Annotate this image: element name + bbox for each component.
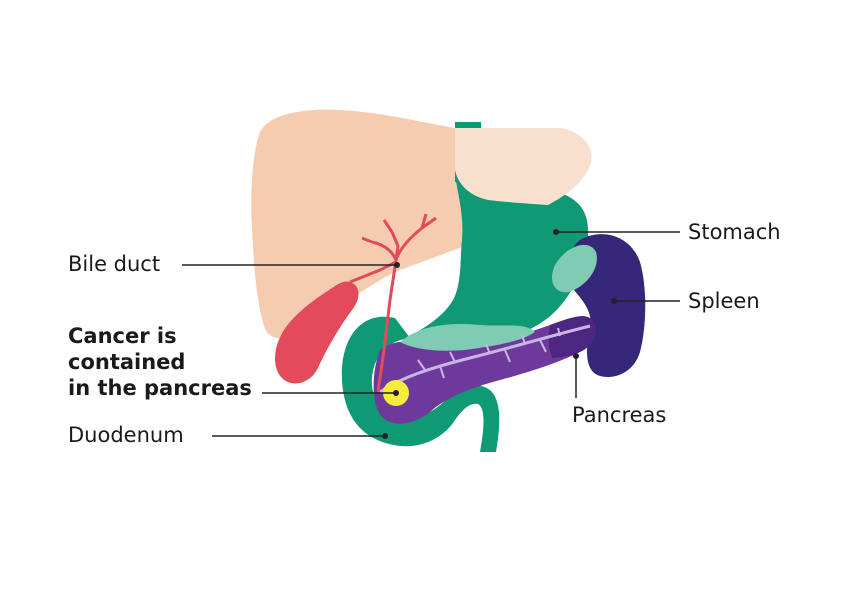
stomach [400, 175, 589, 351]
bile-duct [349, 213, 437, 393]
stomach-spleen-overlap [552, 244, 597, 293]
liver-overlap [455, 128, 592, 205]
cancer-label-line-2: contained [68, 350, 186, 374]
pancreas-label: Pancreas [572, 403, 667, 427]
cancer-label-line-1: Cancer is [68, 324, 177, 348]
cancer-label-line-3: in the pancreas [68, 376, 252, 400]
stomach-pancreas-overlap [400, 323, 535, 351]
spleen-label: Spleen [688, 289, 760, 313]
duodenum-label: Duodenum [68, 423, 184, 447]
stomach-label: Stomach [688, 220, 781, 244]
pancreatic-duct [379, 324, 591, 394]
bile-duct-label: Bile duct [68, 252, 161, 276]
gallbladder [275, 281, 359, 384]
